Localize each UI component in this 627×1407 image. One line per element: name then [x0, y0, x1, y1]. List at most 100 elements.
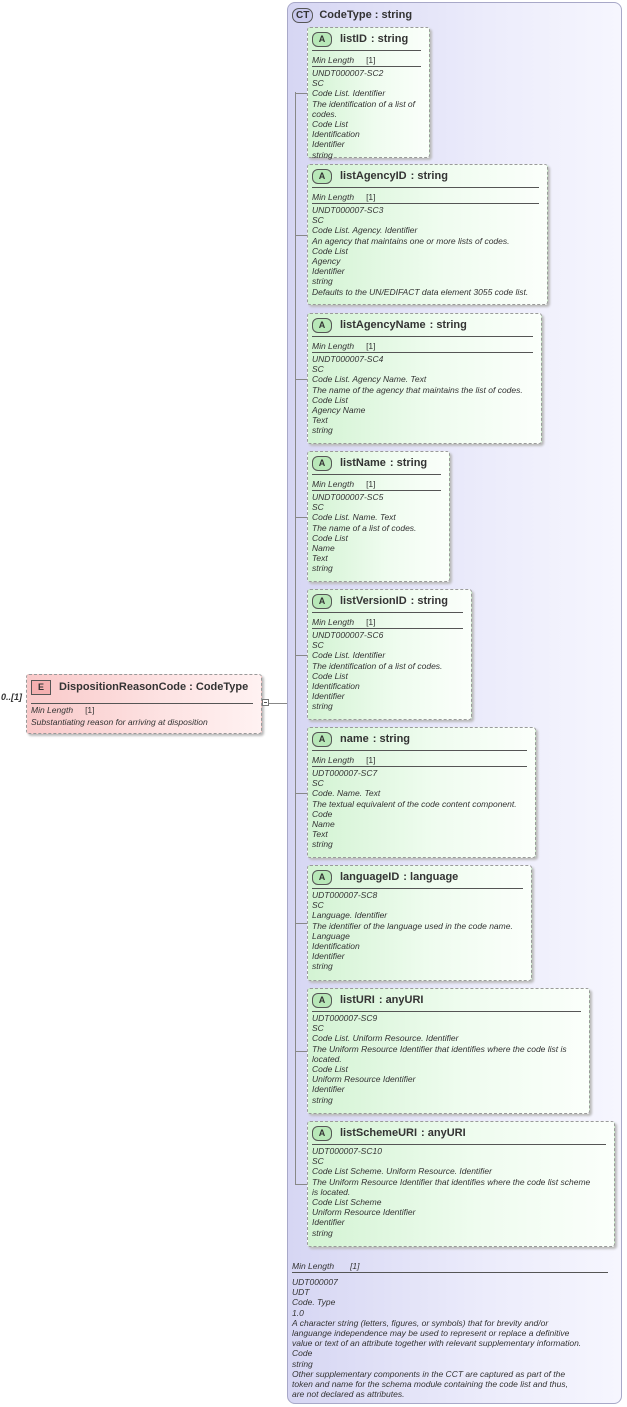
annotation-line: UDT000007-SC9	[312, 1013, 378, 1023]
annotation-line: token and name for the schema module con…	[292, 1379, 568, 1390]
divider	[312, 203, 539, 204]
attribute-name: listID	[340, 33, 367, 45]
attribute-name: languageID	[340, 871, 400, 883]
tree-branch	[295, 379, 307, 380]
attribute-min-length: Min Length[1]	[312, 341, 376, 351]
annotation-line: Name	[312, 819, 335, 830]
annotation-line: Uniform Resource Identifier	[312, 1207, 416, 1218]
attribute-icon: A	[312, 869, 332, 885]
annotation-line: string	[312, 961, 333, 972]
annotation-line: Identifier	[312, 266, 345, 277]
codetype-title: CodeType : string	[319, 9, 413, 21]
annotation-line: Identifier	[312, 1084, 345, 1095]
annotation-line: UNDT000007-SC6	[312, 630, 384, 640]
attribute-type: : anyURI	[421, 1127, 466, 1139]
tree-branch	[295, 93, 307, 94]
annotation-line: Code List. Identifier	[312, 88, 386, 99]
annotation-line: Code List	[312, 532, 348, 543]
annotation-line: Text	[312, 415, 328, 426]
divider	[312, 1011, 581, 1012]
annotation-line: Identifier	[312, 1217, 345, 1228]
annotation-line: UNDT000007-SC3	[312, 205, 384, 215]
annotation-line: Code List	[312, 670, 348, 681]
tree-branch	[295, 655, 307, 656]
tree-branch	[295, 517, 307, 518]
annotation-line: Code List. Agency Name. Text	[312, 374, 427, 385]
annotation-line: string	[312, 563, 333, 574]
divider	[312, 612, 463, 613]
divider	[312, 352, 533, 353]
annotation-line: Code List. Uniform Resource. Identifier	[312, 1033, 459, 1044]
annotation-line: SC	[312, 215, 324, 226]
annotation-line: Code	[312, 808, 333, 819]
divider	[312, 336, 533, 337]
attribute-name: listAgencyName	[340, 319, 426, 331]
annotation-line: The identification of a list of codes.	[312, 98, 416, 119]
annotation-line: UDT000007-SC8	[312, 890, 378, 900]
annotation-line: Other supplementary components in the CC…	[292, 1368, 566, 1379]
divider	[312, 766, 527, 767]
annotation-line: UDT	[292, 1287, 310, 1298]
element-min-length: Min Length[1]	[31, 705, 95, 715]
annotation-line: SC	[312, 1023, 324, 1034]
annotation-line: Code List. Name. Text	[312, 512, 396, 523]
annotation-line: string	[312, 1094, 333, 1105]
annotation-line: string	[312, 701, 333, 712]
divider	[312, 187, 539, 188]
attribute-name: listVersionID	[340, 595, 407, 607]
element-disposition-reason-code[interactable]: E DispositionReasonCode : CodeType Min L…	[26, 674, 262, 734]
attribute-type: : string	[372, 733, 411, 745]
attribute-type: : string	[410, 595, 448, 607]
annotation-line: located.	[312, 1053, 342, 1064]
attribute-type: : string	[370, 33, 409, 45]
divider	[312, 490, 441, 491]
annotation-line: Code	[292, 1348, 313, 1359]
annotation-line: Identification	[312, 941, 360, 952]
annotation-line: The name of the agency that maintains th…	[312, 384, 523, 395]
annotation-line: SC	[312, 502, 324, 513]
element-description: Substantiating reason for arriving at di…	[31, 717, 208, 727]
annotation-line: Code List. Identifier	[312, 650, 386, 661]
annotation-line: string	[312, 149, 333, 160]
collapse-toggle-icon[interactable]	[262, 699, 269, 706]
annotation-line: Code List Scheme	[312, 1197, 382, 1208]
annotation-line: SC	[312, 78, 324, 89]
complex-type-icon: CT	[292, 7, 314, 23]
annotation-line: are not declared as attributes.	[292, 1389, 405, 1400]
annotation-line: Identifier	[312, 951, 345, 962]
divider	[31, 703, 253, 704]
annotation-line: Text	[312, 553, 328, 564]
attribute-type: : anyURI	[378, 994, 424, 1006]
annotation-line: Text	[312, 829, 328, 840]
attribute-icon: A	[312, 1125, 332, 1141]
attribute-type: : string	[429, 319, 467, 331]
annotation-line: value or text of an attribute together w…	[292, 1338, 582, 1349]
tree-branch	[295, 235, 307, 236]
annotation-line: Code List	[312, 394, 348, 405]
attribute-icon: A	[312, 593, 332, 609]
annotation-line: languange independence may be used to re…	[292, 1328, 570, 1339]
attribute-min-length: Min Length[1]	[312, 55, 376, 65]
annotation-line: Identification	[312, 681, 360, 692]
annotation-line: Identification	[312, 129, 360, 140]
annotation-line: Code List	[312, 1064, 348, 1075]
annotation-line: Code List	[312, 245, 348, 256]
divider	[312, 750, 527, 751]
